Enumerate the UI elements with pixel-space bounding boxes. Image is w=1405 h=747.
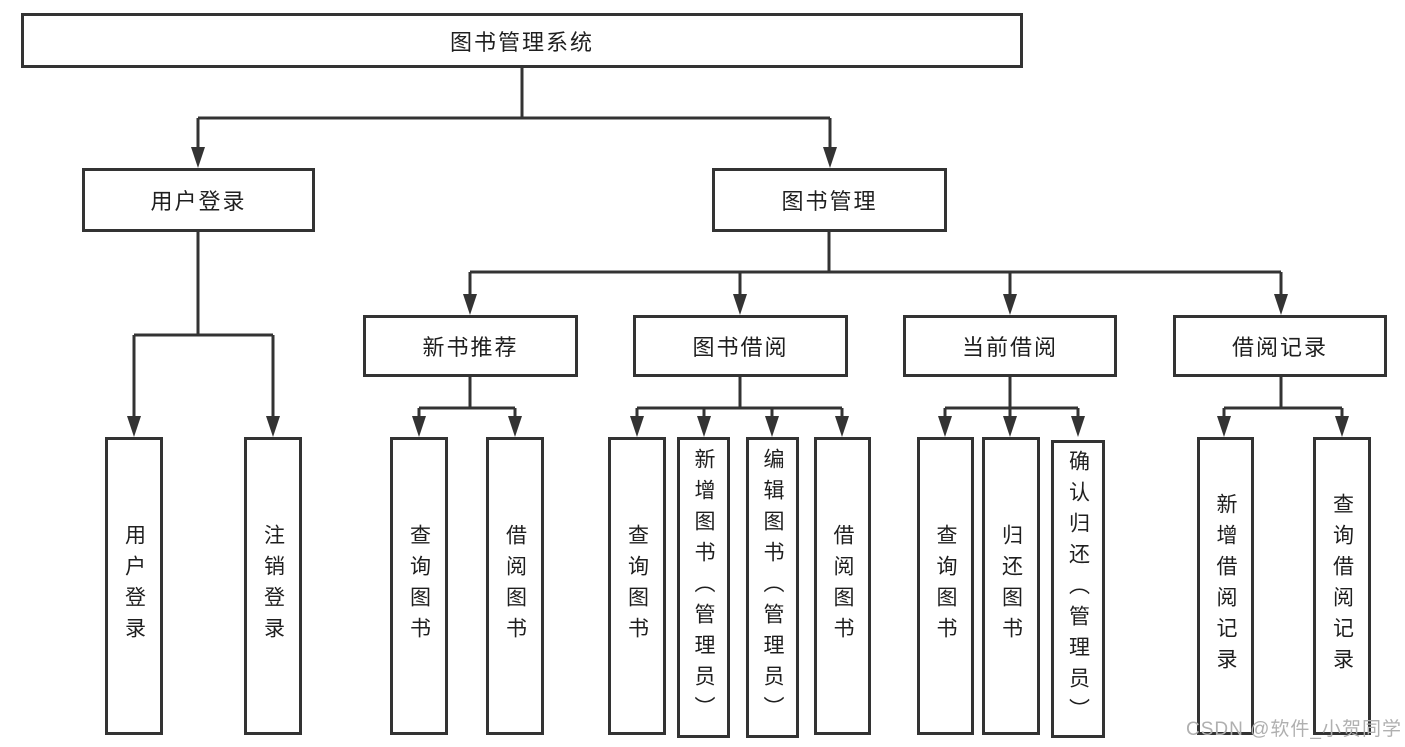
node-leaf-bb-borrow-books-label: 借阅图书 <box>831 524 854 648</box>
node-leaf-cb-query-books: 查询图书 <box>917 437 974 735</box>
node-new-book-recommend-label: 新书推荐 <box>422 335 519 360</box>
csdn-watermark: CSDN @软件_小贺同学 <box>1186 719 1402 740</box>
node-book-management-label: 图书管理 <box>781 189 878 214</box>
node-leaf-nbr-borrow-books: 借阅图书 <box>486 437 544 735</box>
connector-bookmgmt-to-level3 <box>468 232 1283 297</box>
node-current-borrow: 当前借阅 <box>903 315 1117 377</box>
node-leaf-cb-return-books-label: 归还图书 <box>999 524 1023 648</box>
node-current-borrow-label: 当前借阅 <box>961 335 1058 360</box>
node-leaf-bb-borrow-books: 借阅图书 <box>814 437 871 735</box>
node-borrow-records: 借阅记录 <box>1173 315 1387 377</box>
node-book-borrow-label: 图书借阅 <box>692 335 789 360</box>
connector-currentborrow-to-leaves <box>943 377 1080 419</box>
node-leaf-bb-query-books-label: 查询图书 <box>625 524 649 648</box>
connector-root-to-level2 <box>196 68 832 150</box>
node-leaf-bb-edit-books-admin-label: 编辑图书（管理员） <box>761 448 784 727</box>
connector-userlogin-to-leaves <box>132 232 275 419</box>
node-leaf-br-add-record: 新增借阅记录 <box>1197 437 1254 735</box>
node-leaf-logout-label: 注销登录 <box>261 524 285 648</box>
node-leaf-br-query-record: 查询借阅记录 <box>1313 437 1371 735</box>
node-leaf-user-login-label: 用户登录 <box>122 524 146 648</box>
node-leaf-cb-confirm-return-admin: 确认归还（管理员） <box>1051 440 1105 738</box>
node-new-book-recommend: 新书推荐 <box>363 315 578 377</box>
node-root-system: 图书管理系统 <box>21 13 1023 68</box>
connector-bookborrow-to-leaves <box>635 377 844 419</box>
connector-borrowrecords-to-leaves <box>1222 377 1344 419</box>
node-book-management: 图书管理 <box>712 168 947 232</box>
node-leaf-logout: 注销登录 <box>244 437 302 735</box>
node-leaf-cb-return-books: 归还图书 <box>982 437 1040 735</box>
node-leaf-bb-add-books-admin-label: 新增图书（管理员） <box>692 448 715 727</box>
node-root-label: 图书管理系统 <box>449 29 594 55</box>
node-leaf-bb-edit-books-admin: 编辑图书（管理员） <box>746 437 799 738</box>
node-leaf-nbr-borrow-books-label: 借阅图书 <box>503 524 527 648</box>
node-leaf-cb-query-books-label: 查询图书 <box>934 524 957 648</box>
node-leaf-nbr-query-books-label: 查询图书 <box>407 524 431 648</box>
node-user-login-label: 用户登录 <box>150 189 247 214</box>
node-leaf-user-login: 用户登录 <box>105 437 163 735</box>
node-borrow-records-label: 借阅记录 <box>1231 335 1328 360</box>
node-book-borrow: 图书借阅 <box>633 315 848 377</box>
node-user-login: 用户登录 <box>82 168 315 232</box>
node-leaf-bb-query-books: 查询图书 <box>608 437 666 735</box>
node-leaf-br-query-record-label: 查询借阅记录 <box>1330 493 1354 679</box>
node-leaf-br-add-record-label: 新增借阅记录 <box>1214 493 1237 679</box>
node-leaf-bb-add-books-admin: 新增图书（管理员） <box>677 437 730 738</box>
node-leaf-cb-confirm-return-admin-label: 确认归还（管理员） <box>1066 449 1090 729</box>
connector-newbookrec-to-leaves <box>417 377 517 419</box>
node-leaf-nbr-query-books: 查询图书 <box>390 437 448 735</box>
